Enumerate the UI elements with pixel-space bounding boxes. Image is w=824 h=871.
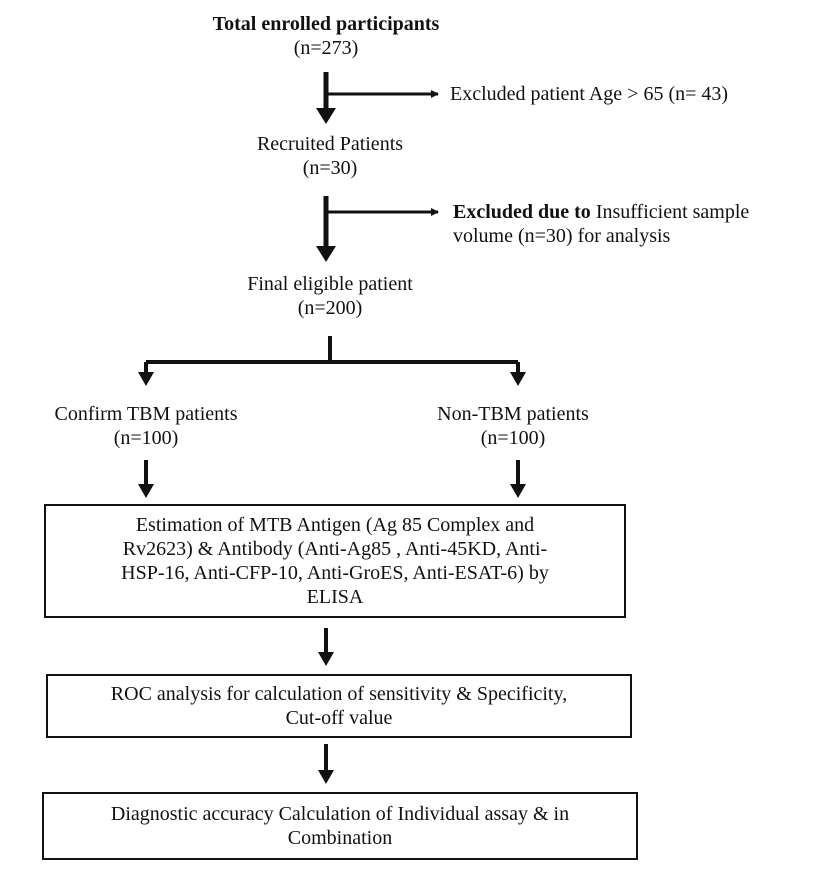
recruited-count: (n=30) <box>302 157 358 179</box>
excluded-volume-line2: volume (n=30) for analysis <box>453 225 671 247</box>
estimation-line2: Rv2623) & Antibody (Anti-Ag85 , Anti-45K… <box>122 538 548 560</box>
non-tbm-node: Non-TBM patients (n=100) <box>398 402 628 450</box>
arrowhead-to-non-tbm <box>510 372 526 386</box>
estimation-box: Estimation of MTB Antigen (Ag 85 Complex… <box>44 504 626 618</box>
non-tbm-count: (n=100) <box>480 427 546 449</box>
excluded-volume-line1: Insufficient sample <box>590 201 750 223</box>
total-enrolled-node: Total enrolled participants (n=273) <box>176 12 476 60</box>
arrowhead-roc-to-diagnostic <box>318 770 334 784</box>
excluded-volume-node: Excluded due to Insufficient sample volu… <box>453 200 749 248</box>
roc-box: ROC analysis for calculation of sensitiv… <box>46 674 632 738</box>
excluded-volume-bold: Excluded due to <box>453 201 591 223</box>
final-eligible-node: Final eligible patient (n=200) <box>190 272 470 320</box>
total-enrolled-title: Total enrolled participants <box>212 13 440 35</box>
estimation-line1: Estimation of MTB Antigen (Ag 85 Complex… <box>135 514 535 536</box>
recruited-title: Recruited Patients <box>256 133 404 155</box>
confirm-tbm-count: (n=100) <box>113 427 179 449</box>
estimation-line4: ELISA <box>306 586 364 608</box>
diagnostic-line1: Diagnostic accuracy Calculation of Indiv… <box>110 803 570 825</box>
diagnostic-box: Diagnostic accuracy Calculation of Indiv… <box>42 792 638 860</box>
arrowhead-confirm-to-estimation <box>138 484 154 498</box>
diagnostic-line2: Combination <box>287 827 393 849</box>
total-enrolled-count: (n=273) <box>293 37 359 59</box>
arrowhead-total-to-recruited <box>316 108 336 124</box>
final-eligible-count: (n=200) <box>297 297 363 319</box>
final-eligible-title: Final eligible patient <box>247 273 413 295</box>
confirm-tbm-node: Confirm TBM patients (n=100) <box>16 402 276 450</box>
estimation-line3: HSP-16, Anti-CFP-10, Anti-GroES, Anti-ES… <box>121 562 549 584</box>
arrowhead-estimation-to-roc <box>318 652 334 666</box>
excluded-age-label: Excluded patient Age > 65 (n= 43) <box>450 83 729 105</box>
arrowhead-recruited-to-final <box>316 246 336 262</box>
confirm-tbm-title: Confirm TBM patients <box>54 403 238 425</box>
roc-line2: Cut-off value <box>285 707 393 729</box>
arrowhead-non-tbm-to-estimation <box>510 484 526 498</box>
non-tbm-title: Non-TBM patients <box>437 403 589 425</box>
recruited-node: Recruited Patients (n=30) <box>190 132 470 180</box>
arrowhead-to-confirm <box>138 372 154 386</box>
roc-line1: ROC analysis for calculation of sensitiv… <box>110 683 568 705</box>
